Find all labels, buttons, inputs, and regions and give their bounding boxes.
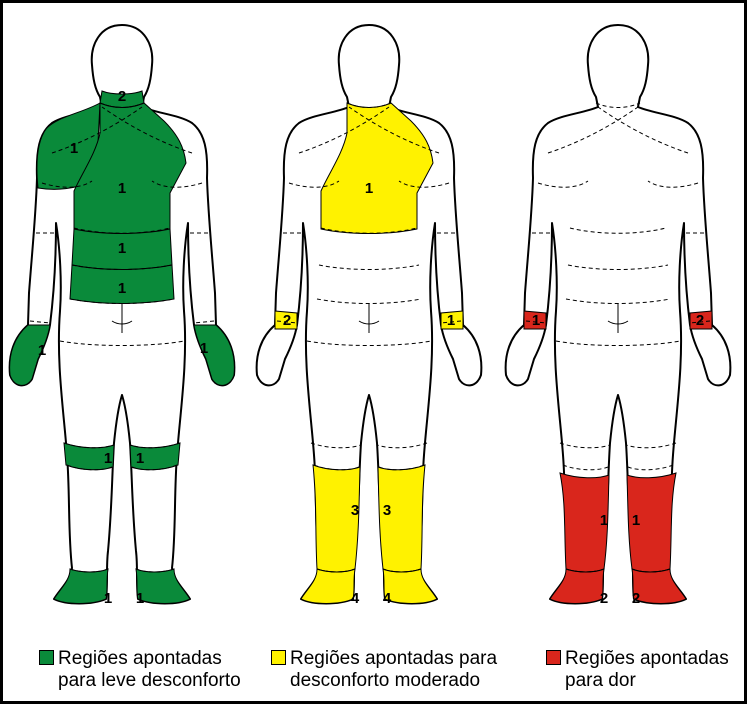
region-number-shoulder-left: 1 (70, 140, 78, 157)
region-number-leg-right: 1 (632, 512, 640, 529)
region-number-foot-left: 1 (104, 590, 112, 607)
legend-label-line1: Regiões apontadas (58, 648, 241, 670)
region-number-wrist-left: 1 (532, 312, 540, 329)
legend-swatch-leve (39, 650, 54, 665)
body-figure-moderado: 1 2 1 3 3 4 4 (257, 25, 482, 607)
region-number-hand-left: 1 (38, 342, 46, 359)
region-number-leg-right: 3 (383, 502, 391, 519)
legend-label-line2: para leve desconforto (58, 670, 241, 692)
body-figure-dor: 1 2 1 1 2 2 (506, 25, 731, 607)
region-number-mid-back: 1 (118, 240, 126, 257)
region-number-foot-left: 2 (600, 590, 608, 607)
legend-label-line2: para dor (565, 670, 729, 692)
region-number-upper-back: 1 (365, 180, 373, 197)
legend-swatch-dor (546, 650, 561, 665)
region-number-upper-back: 1 (118, 180, 126, 197)
region-number-leg-left: 3 (351, 502, 359, 519)
legend-label-line1: Regiões apontadas para (290, 648, 497, 670)
region-number-leg-left: 1 (600, 512, 608, 529)
body-figures: 2 1 1 1 1 1 1 1 1 1 1 1 2 1 3 3 4 4 1 2 1 1 2 2 (3, 3, 744, 701)
legend-label-line1: Regiões apontadas (565, 648, 729, 670)
region-number-knee-right: 1 (136, 450, 144, 467)
body-figure-leve: 2 1 1 1 1 1 1 1 1 1 1 (10, 25, 235, 607)
region-number-foot-right: 1 (136, 590, 144, 607)
region-number-wrist-right: 2 (696, 312, 704, 329)
region-number-foot-right: 4 (383, 590, 392, 607)
region-number-wrist-left: 2 (283, 312, 291, 329)
region-number-knee-left: 1 (104, 450, 112, 467)
legend-swatch-moderado (271, 650, 286, 665)
legend-label-line2: desconforto moderado (290, 670, 497, 692)
region-number-lower-back: 1 (118, 280, 126, 297)
region-number-wrist-right: 1 (447, 312, 455, 329)
region-number-foot-left: 4 (351, 590, 360, 607)
region-number-neck: 2 (118, 88, 126, 105)
region-number-foot-right: 2 (632, 590, 640, 607)
region-number-hand-right: 1 (200, 340, 208, 357)
